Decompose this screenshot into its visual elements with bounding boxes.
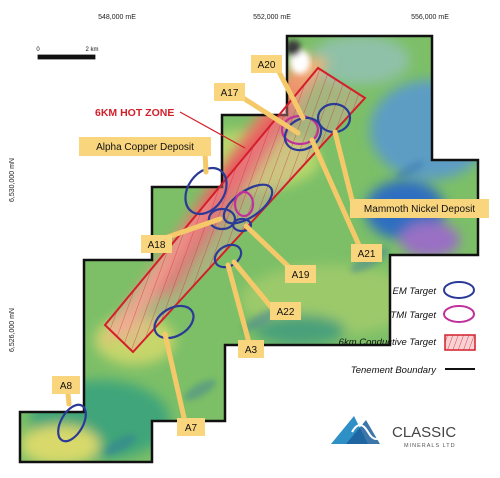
legend-tenement-label: Tenement Boundary [351, 365, 437, 376]
callout-a17-label: A17 [221, 88, 239, 99]
callout-a3: A3 [238, 340, 264, 358]
callout-a21: A21 [351, 244, 382, 262]
x-tick-548000: 548,000 mE [98, 14, 136, 21]
em-target-a8 [57, 403, 87, 443]
leader-lines [64, 63, 365, 425]
callout-alpha: Alpha Copper Deposit [79, 137, 211, 156]
hot-zone-title: 6KM HOT ZONE [95, 107, 174, 119]
callout-a7: A7 [177, 418, 205, 436]
callout-a19: A19 [285, 265, 316, 283]
legend-conductive-label: 6km Conductive Target [339, 337, 437, 348]
scale-start-label: 0 [36, 47, 40, 53]
classic-minerals-logo: CLASSIC MINERALS LTD [331, 416, 456, 449]
legend-tmi-label: TMI Target [390, 310, 436, 321]
x-tick-552000: 552,000 mE [253, 14, 291, 21]
callout-a21-label: A21 [358, 249, 376, 260]
legend-tmi-symbol [443, 305, 475, 323]
legend: EM Target TMI Target 6km Conductive Targ… [339, 281, 476, 376]
em-target-a3 [153, 304, 195, 340]
em-target-a18 [207, 207, 237, 231]
em-target-alpha [184, 166, 228, 216]
scale-bar: 0 2 km [36, 47, 99, 60]
callout-a22-label: A22 [277, 307, 295, 318]
callout-alpha-label: Alpha Copper Deposit [96, 142, 194, 153]
callout-a8-label: A8 [60, 381, 73, 392]
callout-a20-label: A20 [258, 60, 276, 71]
callout-a17: A17 [214, 83, 245, 101]
callout-mammoth: Mammoth Nickel Deposit [350, 199, 489, 218]
scale-end-label: 2 km [85, 47, 98, 53]
callout-a19-label: A19 [292, 270, 310, 281]
callout-a18: A18 [141, 235, 172, 253]
callout-a20: A20 [251, 55, 282, 73]
logo-name: CLASSIC [392, 424, 456, 441]
callout-a22: A22 [270, 302, 301, 320]
em-target-a19 [231, 217, 253, 233]
callout-a7-label: A7 [185, 423, 198, 434]
tmi-target-a21 [233, 190, 255, 218]
hot-zone-pointer [179, 111, 246, 149]
logo-subtitle: MINERALS LTD [404, 443, 456, 449]
legend-em-label: EM Target [393, 286, 437, 297]
callout-a8: A8 [52, 376, 80, 394]
callout-a3-label: A3 [245, 345, 258, 356]
callout-mammoth-label: Mammoth Nickel Deposit [364, 204, 475, 215]
y-tick-6530000: 6,530,000 mN [9, 158, 16, 202]
callout-a18-label: A18 [148, 240, 166, 251]
legend-em-symbol [443, 281, 475, 299]
y-tick-6526000: 6,526,000 mN [9, 308, 16, 352]
x-tick-556000: 556,000 mE [411, 14, 449, 21]
legend-conductive-hatch [445, 335, 475, 350]
